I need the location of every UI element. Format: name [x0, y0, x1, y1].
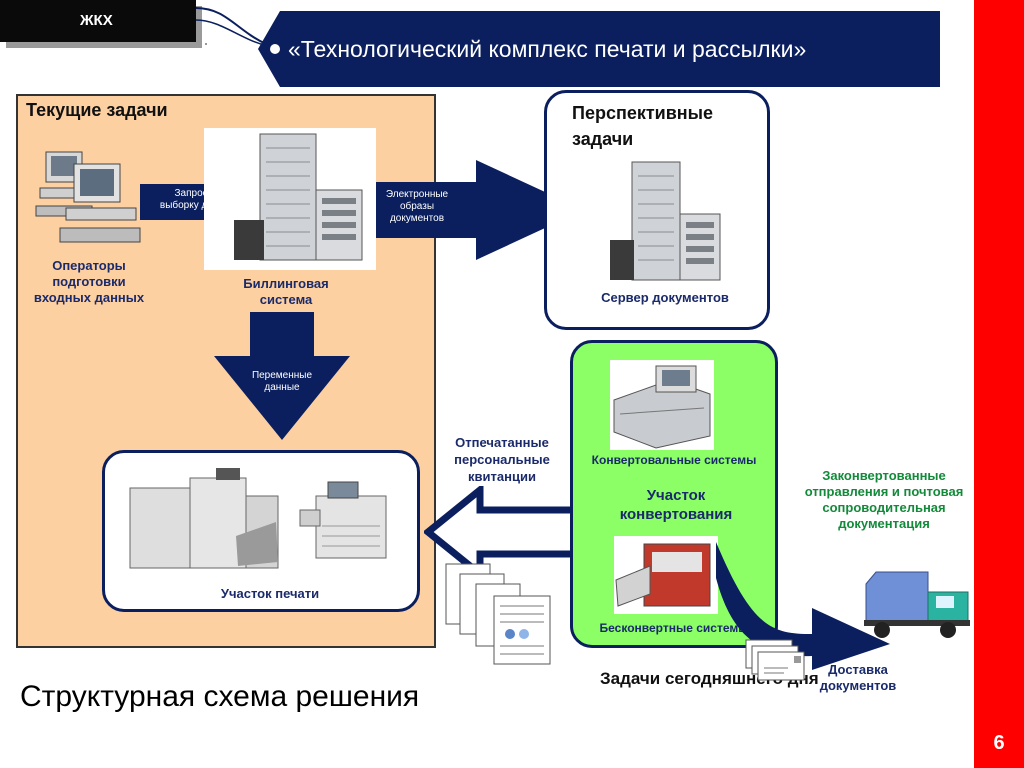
office-printer-image	[298, 476, 402, 562]
printed-receipts-label: Отпечатанные персональные квитанции	[454, 435, 550, 484]
receipts-documents-icon	[445, 563, 551, 665]
operator-computers-icon	[35, 151, 141, 243]
page-number: 6	[993, 732, 1005, 754]
production-printer-image	[126, 466, 282, 574]
bullet-icon	[270, 44, 280, 54]
envelopeless-machine-icon	[615, 543, 711, 607]
office-printer-icon	[299, 481, 387, 559]
enveloping-machine-image	[610, 360, 714, 450]
request-arrow-label: Запрос на выборку данных	[159, 188, 237, 211]
envelopeless-systems-label: Бесконвертные системы	[599, 621, 749, 635]
connector-swoosh	[196, 7, 269, 47]
billing-server-image	[204, 128, 376, 270]
enveloping-machine-icon	[613, 365, 711, 449]
billing-label: Биллинговая система	[243, 276, 329, 307]
title-banner	[258, 11, 940, 87]
current-tasks-title: Текущие задачи	[26, 100, 168, 120]
delivery-label: Доставка документов	[819, 662, 897, 693]
server-label: Сервер документов	[601, 290, 729, 305]
slide-subtitle: Структурная схема решения	[20, 680, 420, 713]
electronic-images-arrow	[376, 160, 584, 260]
enveloped-items-label: Законвертованные отправления и почтовая …	[804, 468, 964, 531]
delivery-truck-icon	[864, 571, 970, 638]
enveloping-area-label: Участок конвертования	[619, 487, 733, 523]
server-rack-icon	[234, 133, 363, 261]
operators-label: Операторы подготовки входных данных	[33, 258, 145, 305]
section-tag: ЖКХ	[0, 0, 196, 42]
envelope-systems-label: Конвертовальные системы	[591, 453, 757, 467]
variable-data-arrow	[214, 312, 350, 440]
print-area-label: Участок печати	[220, 586, 320, 601]
production-printer-icon	[129, 468, 279, 569]
printed-receipts-arrow	[424, 486, 580, 578]
electronic-images-label: Электронные образы документов	[385, 189, 449, 224]
document-server-icon	[610, 161, 721, 281]
delivery-arrow	[716, 542, 890, 670]
page-title: «Технологический комплекс печати и рассы…	[288, 36, 807, 62]
envelopes-icon	[745, 639, 805, 681]
envelopeless-machine-image	[614, 536, 718, 614]
side-accent-bar	[974, 0, 1024, 768]
future-tasks-title: Перспективные задачи	[572, 103, 714, 149]
variable-data-label: Переменные данные	[251, 370, 313, 393]
